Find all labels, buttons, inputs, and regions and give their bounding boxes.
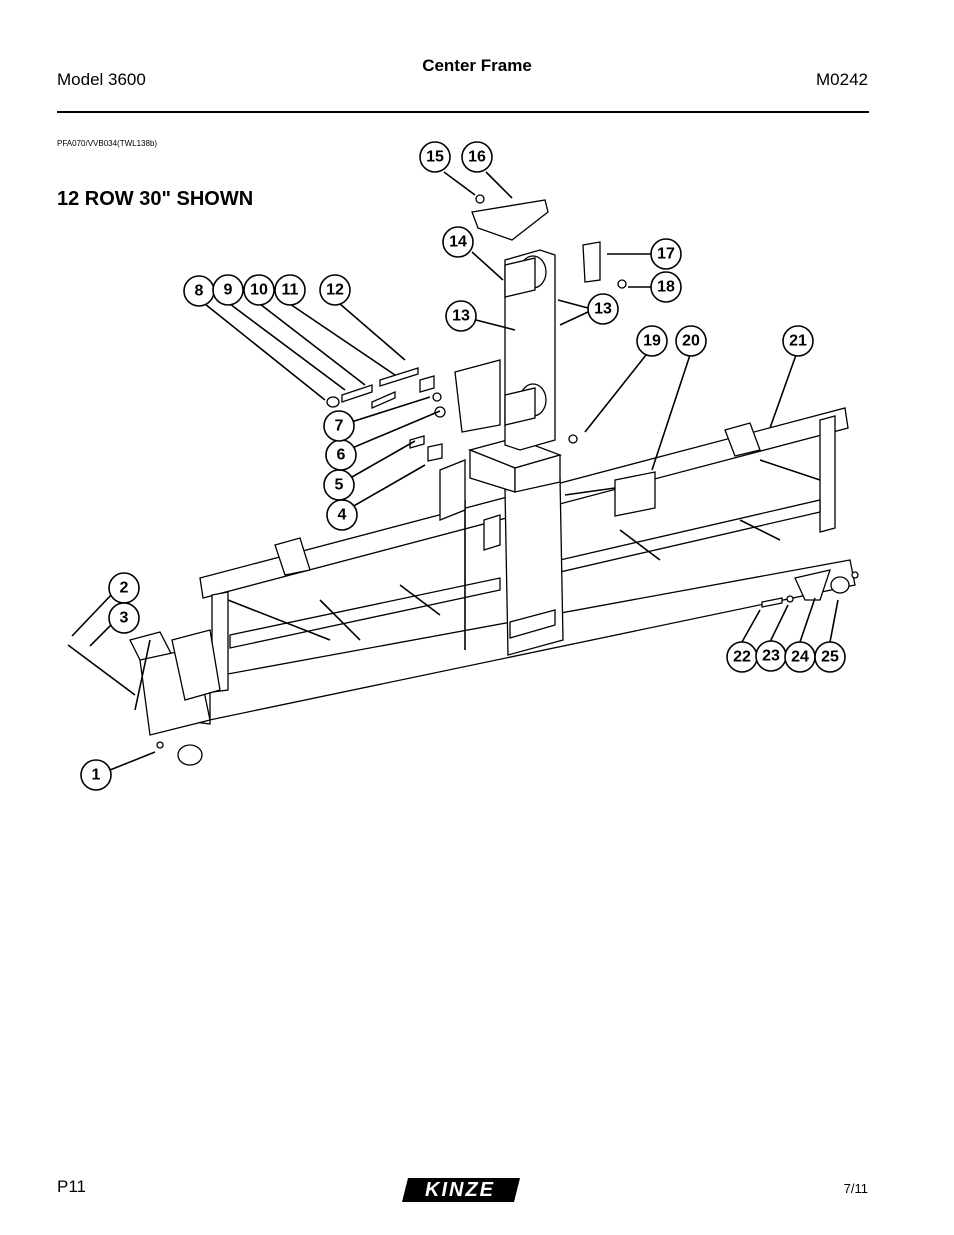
callout-number: 23 — [762, 648, 780, 665]
callout-23: 23 — [755, 640, 787, 672]
callout-number: 5 — [335, 477, 344, 494]
callout-17: 17 — [650, 238, 682, 270]
callout-15: 15 — [419, 141, 451, 173]
callout-number: 16 — [468, 149, 486, 166]
callout-number: 19 — [643, 333, 661, 350]
model-label: Model 3600 — [57, 70, 146, 89]
callout-8: 8 — [183, 275, 215, 307]
configuration-label: 12 ROW 30" SHOWN — [57, 188, 254, 210]
callout-number: 7 — [335, 418, 344, 435]
callout-3: 3 — [108, 602, 140, 634]
callout-9: 9 — [212, 274, 244, 306]
callout-13-right: 13 — [587, 293, 619, 325]
callout-number: 4 — [338, 507, 347, 524]
callout-number: 6 — [337, 447, 346, 464]
callout-number: 18 — [657, 279, 675, 296]
page-title: Center Frame — [422, 56, 532, 75]
callout-10: 10 — [243, 274, 275, 306]
callout-6: 6 — [325, 439, 357, 471]
reference-code: PFA070/VVB034(TWL138b) — [57, 139, 158, 148]
callout-25: 25 — [814, 641, 846, 673]
callout-number: 3 — [120, 610, 129, 627]
callout-number: 21 — [789, 333, 807, 350]
frame-drawing — [67, 194, 859, 766]
manual-code: M0242 — [816, 70, 868, 89]
callout-5: 5 — [323, 469, 355, 501]
callout-4: 4 — [326, 499, 358, 531]
leader-lines — [71, 171, 839, 771]
callout-number: 22 — [733, 649, 751, 666]
callout-7: 7 — [323, 410, 355, 442]
revision-date: 7/11 — [843, 1181, 868, 1196]
callout-number: 20 — [682, 333, 700, 350]
callout-number: 24 — [791, 649, 809, 666]
callout-number: 17 — [657, 246, 675, 263]
callout-24: 24 — [784, 641, 816, 673]
callout-22: 22 — [726, 641, 758, 673]
callout-16: 16 — [461, 141, 493, 173]
callout-11: 11 — [274, 274, 306, 306]
callout-number: 2 — [120, 580, 129, 597]
logo-text: KINZE — [425, 1179, 495, 1201]
callout-number: 13 — [594, 301, 612, 318]
page-number: P11 — [57, 1177, 86, 1196]
callout-13-left: 13 — [445, 300, 477, 332]
callout-number: 25 — [821, 649, 839, 666]
callout-1: 1 — [80, 759, 112, 791]
kinze-logo: KINZE — [402, 1178, 520, 1202]
callout-number: 13 — [452, 308, 470, 325]
callout-number: 11 — [282, 282, 299, 299]
callout-number: 15 — [426, 149, 444, 166]
header-rule — [57, 111, 869, 113]
callout-18: 18 — [650, 271, 682, 303]
callout-2: 2 — [108, 572, 140, 604]
callout-21: 21 — [782, 325, 814, 357]
callout-number: 12 — [326, 282, 344, 299]
callout-20: 20 — [675, 325, 707, 357]
callout-19: 19 — [636, 325, 668, 357]
callout-number: 9 — [224, 282, 233, 299]
callout-number: 10 — [250, 282, 268, 299]
callout-12: 12 — [319, 274, 351, 306]
callout-number: 8 — [195, 283, 204, 300]
callout-number: 1 — [92, 767, 101, 784]
callout-number: 14 — [449, 234, 467, 251]
callout-14: 14 — [442, 226, 474, 258]
